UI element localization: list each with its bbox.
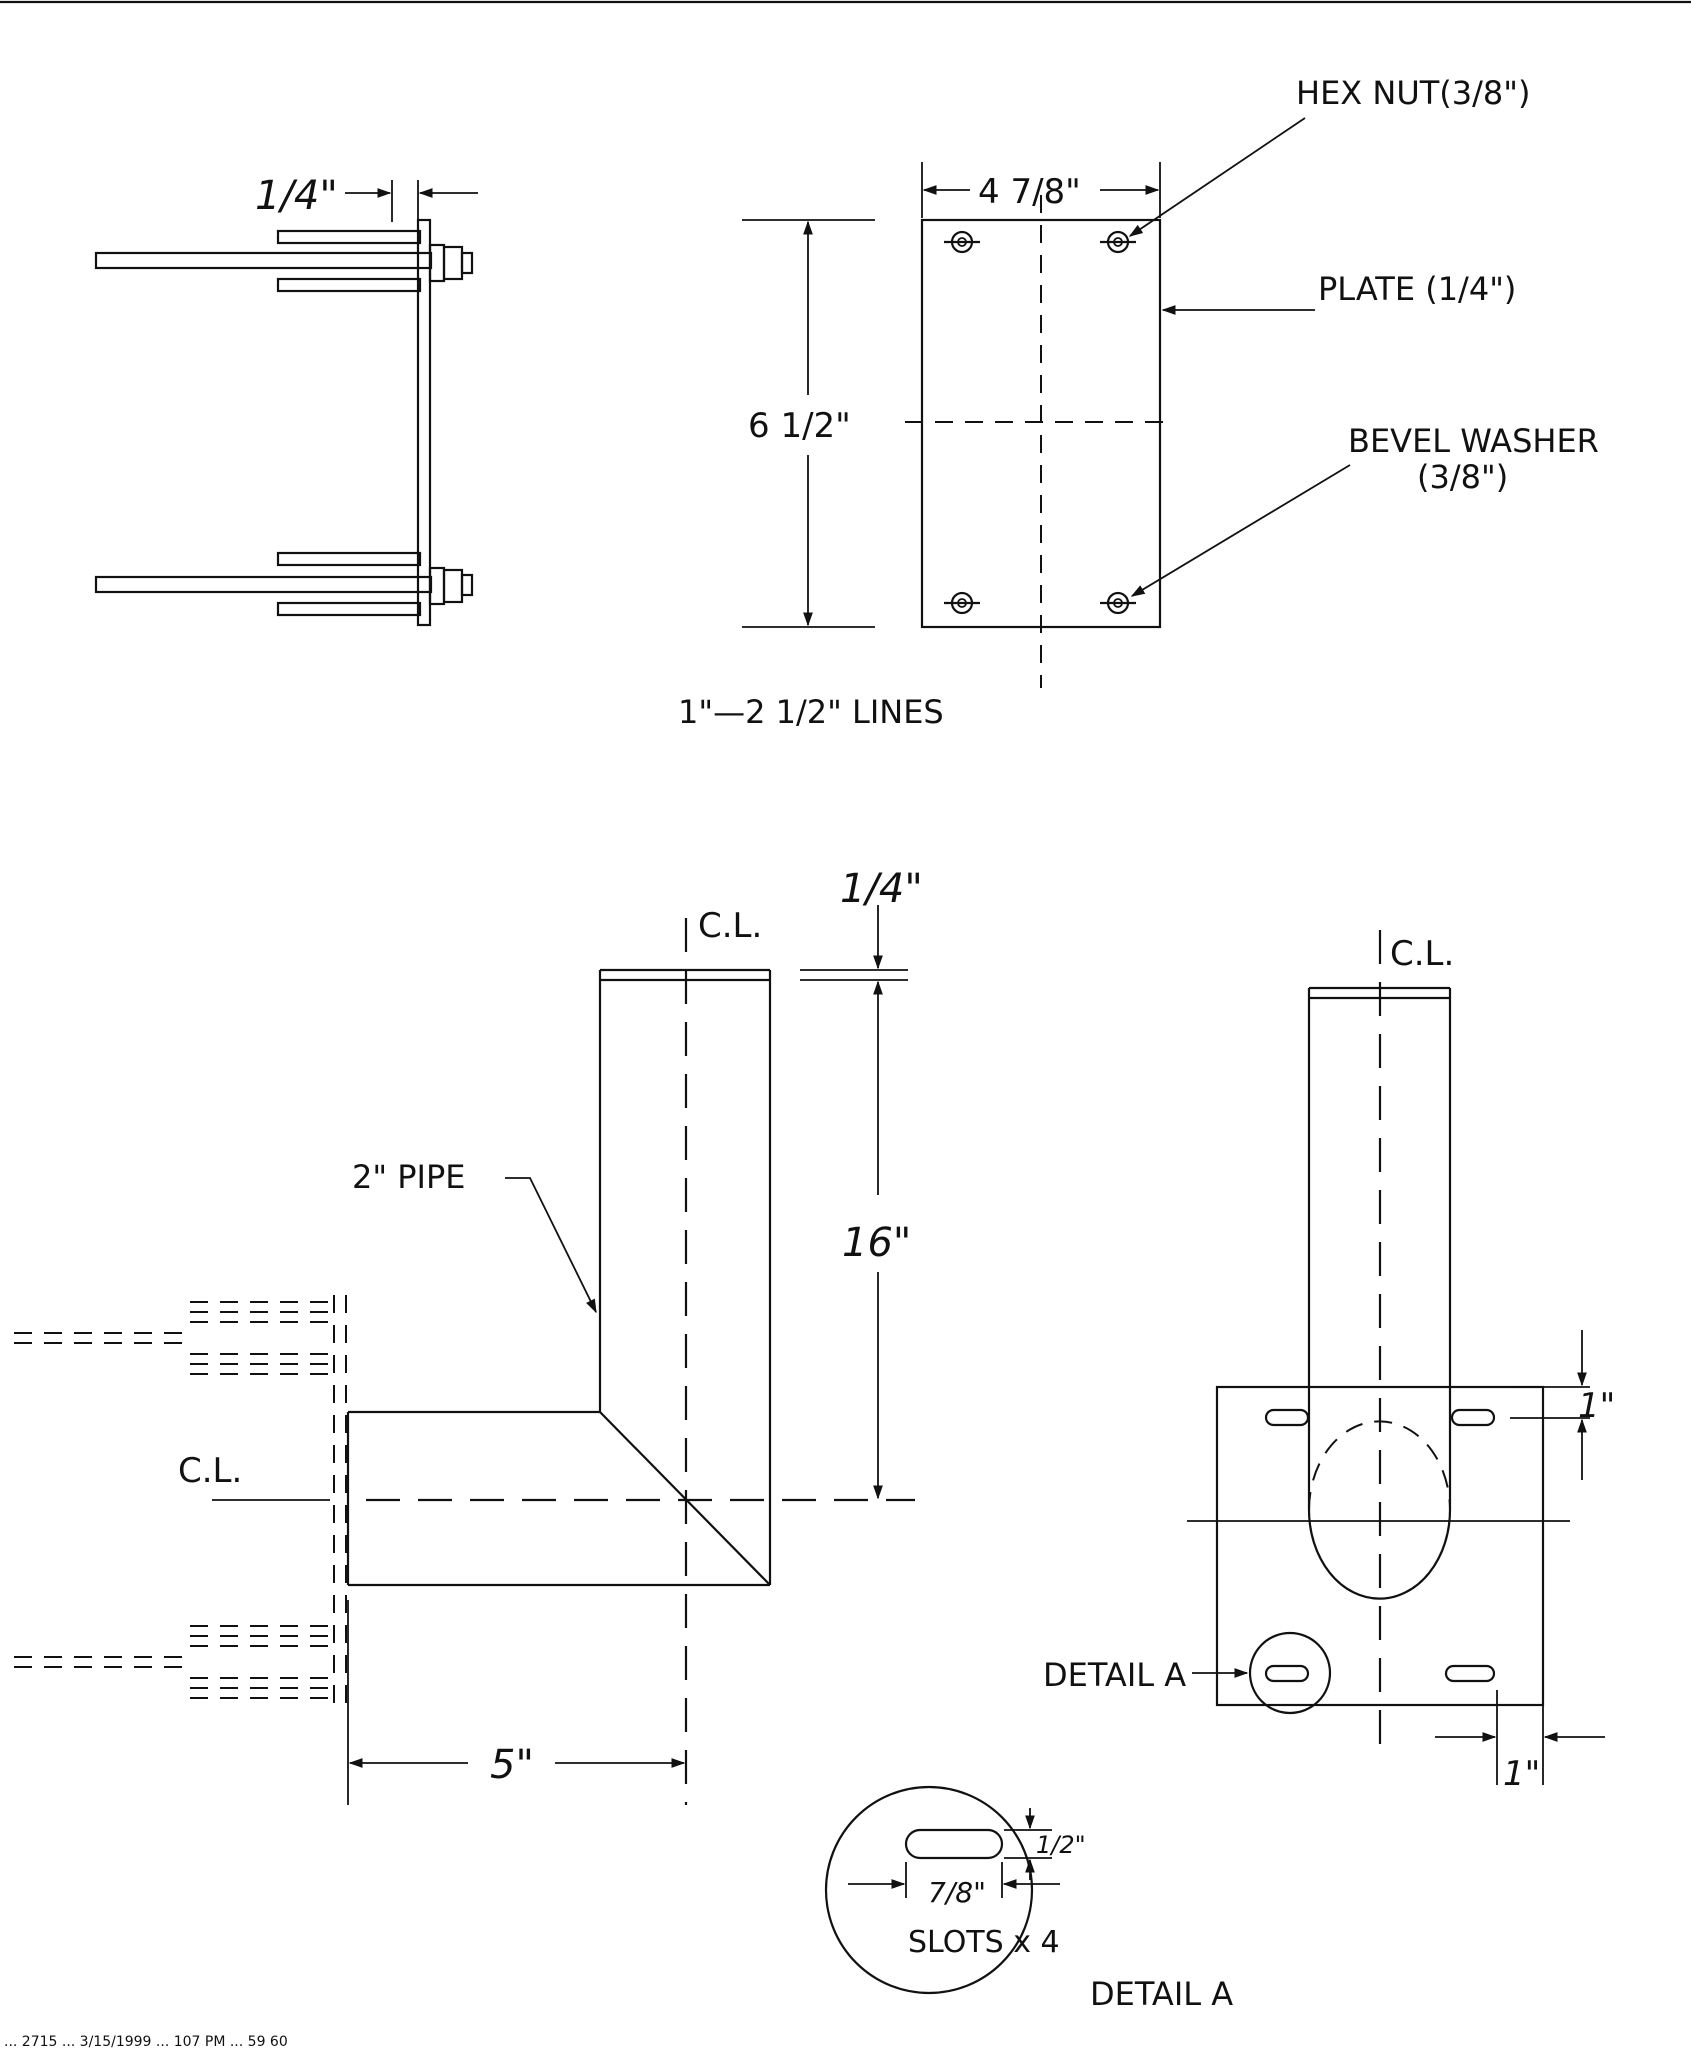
horizontal-centerline-label: C.L.: [178, 1451, 242, 1491]
offset-dim: 5": [490, 1742, 534, 1788]
bevel-washer-label: BEVEL WASHER: [1348, 422, 1599, 460]
plate-label: PLATE (1/4"): [1318, 270, 1516, 308]
bolt-symbol: [944, 591, 980, 615]
footer-stamp: ... 2715 ... 3/15/1999 ... 107 PM ... 59…: [4, 2034, 288, 2048]
slots-note: SLOTS x 4: [908, 1925, 1060, 1960]
slot-length-dim: 7/8": [928, 1876, 986, 1909]
pipe-side-view: [14, 905, 915, 1805]
bolt-symbol: [944, 230, 980, 254]
bolt-symbol: [1100, 230, 1136, 254]
lines-note: 1"—2 1/2" LINES: [678, 693, 944, 731]
bolt-symbol: [1100, 591, 1136, 615]
plate-side-view: [94, 180, 478, 627]
hex-nut-label: HEX NUT(3/8"): [1296, 74, 1530, 112]
slot-top-dim: 1": [1578, 1386, 1615, 1426]
plate-width-dim: 4 7/8": [978, 172, 1081, 212]
detail-a-view: [824, 1785, 1060, 1995]
bracket-front-view: [1187, 930, 1605, 1785]
pipe-length-dim: 16": [842, 1220, 911, 1266]
plate-thickness-dim: 1/4": [255, 173, 338, 219]
detail-a-callout: DETAIL A: [1043, 1656, 1186, 1694]
cap-thickness-dim: 1/4": [840, 866, 923, 912]
pipe-label: 2" PIPE: [352, 1158, 466, 1196]
plate-height-dim: 6 1/2": [748, 406, 851, 446]
bevel-washer-size: (3/8"): [1417, 458, 1508, 496]
slot-side-dim: 1": [1503, 1754, 1540, 1794]
slot-width-dim: 1/2": [1036, 1831, 1086, 1859]
pipe-centerline-label: C.L.: [698, 906, 762, 946]
detail-a-title: DETAIL A: [1090, 1975, 1233, 2013]
front-centerline-label: C.L.: [1390, 934, 1454, 974]
plate-front-view: [742, 117, 1351, 688]
